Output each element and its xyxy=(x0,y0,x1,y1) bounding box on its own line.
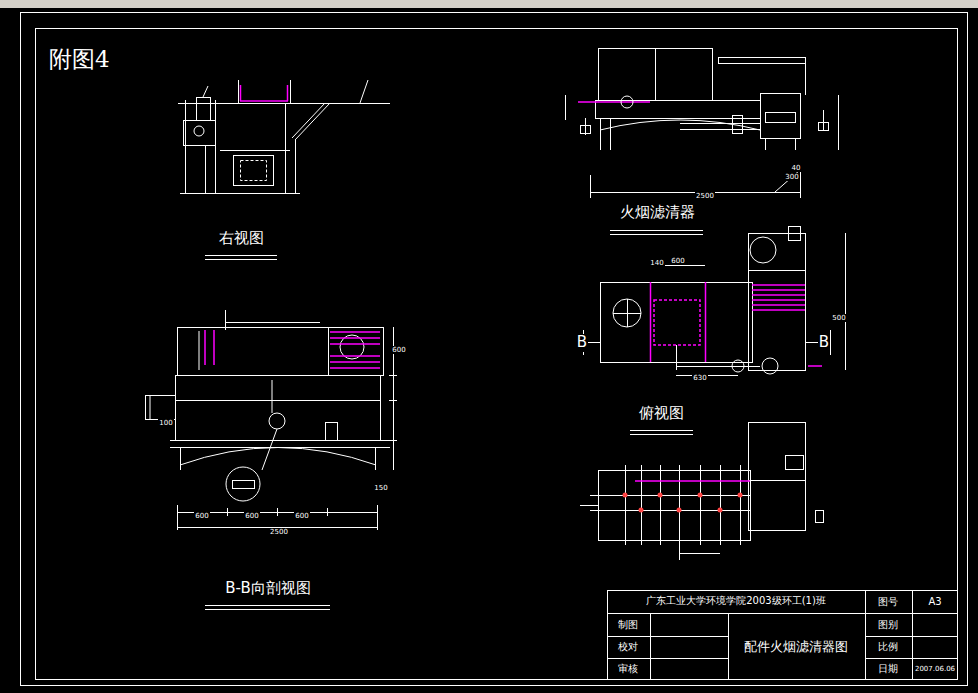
dimension: 600 xyxy=(194,512,209,520)
title-block-cell: 配件火烟滤清器图 xyxy=(743,640,849,655)
dimension: 500 xyxy=(831,314,846,322)
dimension: 140 xyxy=(649,259,664,267)
title-block-cell: 日期 xyxy=(877,663,899,675)
title-block-cell: 2007.06.06 xyxy=(914,665,956,673)
dimension: 40 xyxy=(791,164,802,172)
dimension: 600 xyxy=(244,512,259,520)
title-block-cell: 校对 xyxy=(617,641,639,653)
section-mark: B xyxy=(576,334,588,351)
view-label: 右视图 xyxy=(218,230,265,247)
title-block-cell: 广东工业大学环境学院2003级环工(1)班 xyxy=(645,595,827,607)
title-block-cell: A3 xyxy=(927,596,942,608)
title-block-cell: 制图 xyxy=(617,619,639,631)
sheet-title: 附图4 xyxy=(48,46,111,72)
dimension: 600 xyxy=(670,257,685,265)
dimension: 300 xyxy=(784,173,799,181)
title-block-cell: 图别 xyxy=(877,619,899,631)
dimension: 100 xyxy=(158,419,173,427)
dimension: 2500 xyxy=(695,192,715,200)
title-block-cell: 比例 xyxy=(877,641,899,653)
view-label: B-B向剖视图 xyxy=(224,580,311,597)
dimension: 2500 xyxy=(269,528,289,536)
title-block-cell: 图号 xyxy=(877,596,899,608)
dimension: 150 xyxy=(373,484,388,492)
section-mark: B xyxy=(818,334,830,351)
dimension: 630 xyxy=(692,374,707,382)
view-label: 火烟滤清器 xyxy=(619,204,696,221)
dimension: 600 xyxy=(294,512,309,520)
view-label: 俯视图 xyxy=(638,405,685,422)
title-block-cell: 审核 xyxy=(617,663,639,675)
dimension: 600 xyxy=(391,346,406,354)
